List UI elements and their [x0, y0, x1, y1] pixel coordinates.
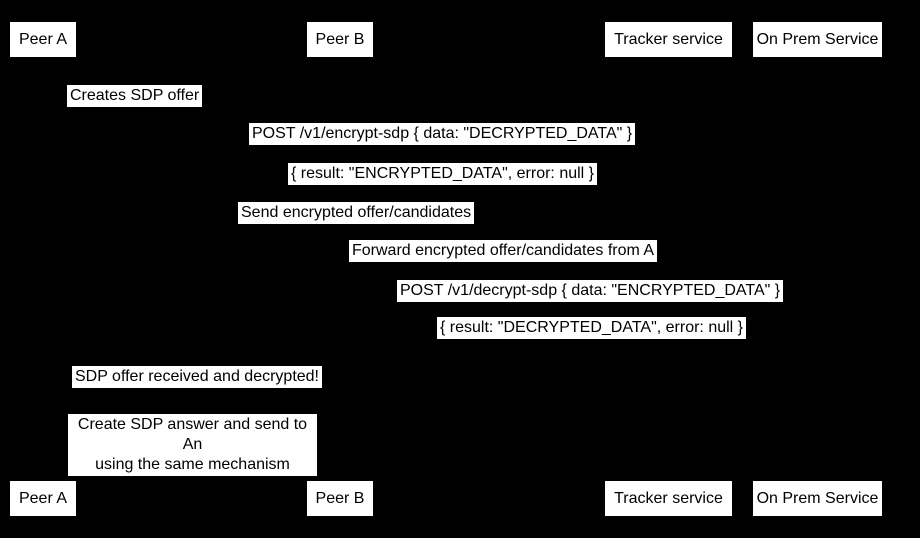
actor-label: Tracker service — [614, 30, 723, 48]
actor-label: Peer A — [18, 30, 68, 48]
actor-peer-b-top: Peer B — [307, 22, 373, 57]
message-send-encrypted-offer: Send encrypted offer/candidates — [238, 202, 475, 224]
actor-peer-a-top: Peer A — [10, 22, 76, 57]
actor-tracker-service-top: Tracker service — [605, 22, 732, 57]
actor-on-prem-service-top: On Prem Service — [753, 22, 882, 57]
actor-label: On Prem Service — [756, 30, 879, 48]
actor-label: Peer A — [18, 489, 68, 507]
actor-peer-a-bottom: Peer A — [10, 481, 76, 516]
note-create-sdp-answer: Create SDP answer and send to An using t… — [68, 414, 317, 476]
message-result-encrypted-data: { result: "ENCRYPTED_DATA", error: null … — [288, 163, 598, 185]
message-sdp-offer-received: SDP offer received and decrypted! — [72, 366, 322, 388]
actor-label: On Prem Service — [756, 489, 879, 507]
actor-label: Peer B — [315, 30, 365, 48]
actor-label: Tracker service — [614, 489, 723, 507]
message-result-decrypted-data: { result: "DECRYPTED_DATA", error: null … — [437, 317, 747, 339]
actor-label: Peer B — [315, 489, 365, 507]
actor-on-prem-service-bottom: On Prem Service — [753, 481, 882, 516]
message-creates-sdp-offer: Creates SDP offer — [67, 85, 203, 107]
actor-peer-b-bottom: Peer B — [307, 481, 373, 516]
message-post-encrypt-sdp: POST /v1/encrypt-sdp { data: "DECRYPTED_… — [249, 123, 636, 145]
note-line-1: Create SDP answer and send to An — [77, 416, 308, 453]
message-forward-encrypted-offer: Forward encrypted offer/candidates from … — [349, 240, 658, 262]
message-post-decrypt-sdp: POST /v1/decrypt-sdp { data: "ENCRYPTED_… — [397, 280, 784, 302]
note-line-2: using the same mechanism — [95, 456, 290, 473]
actor-tracker-service-bottom: Tracker service — [605, 481, 732, 516]
